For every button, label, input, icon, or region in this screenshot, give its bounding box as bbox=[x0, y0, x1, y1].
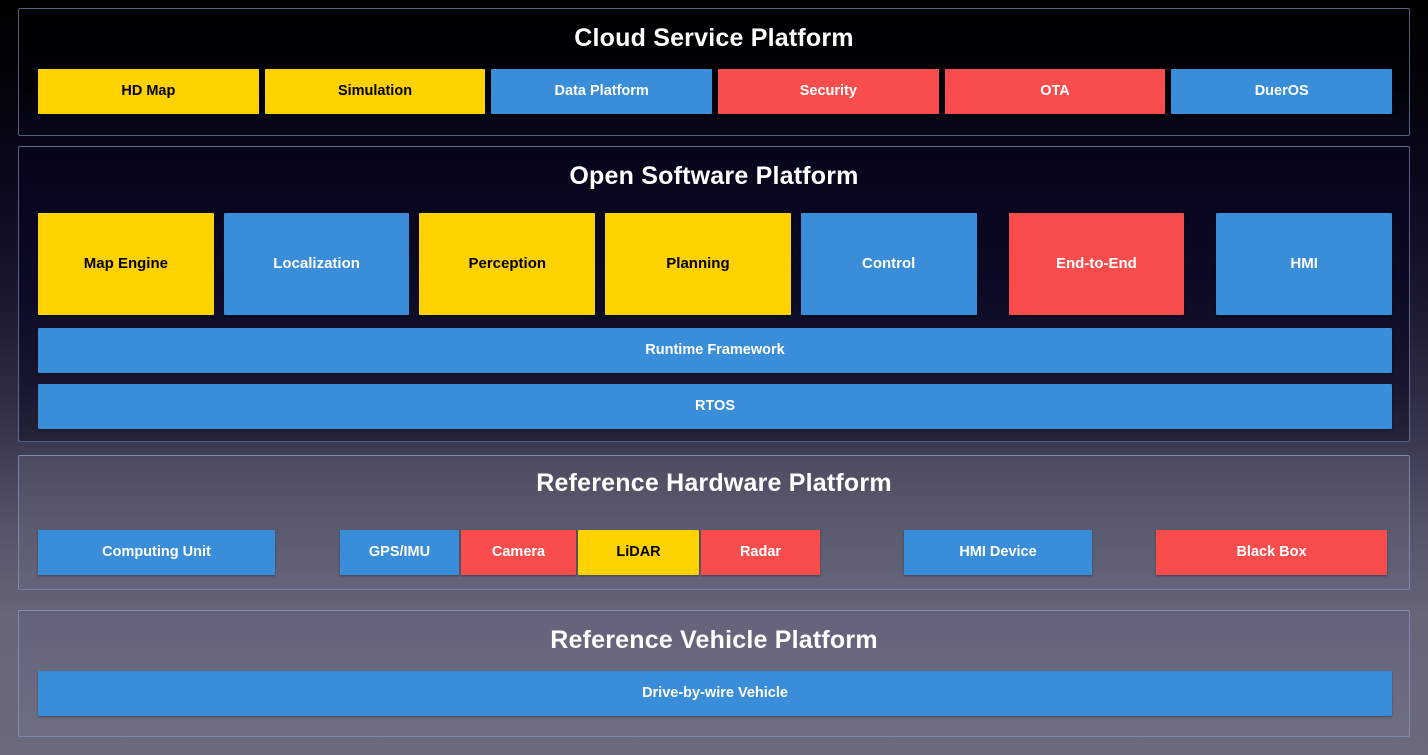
block-gps-imu[interactable]: GPS/IMU bbox=[340, 530, 459, 575]
block-camera[interactable]: Camera bbox=[461, 530, 576, 575]
section-reference-vehicle-platform: Reference Vehicle Platform Drive-by-wire… bbox=[18, 610, 1410, 737]
section-open-software-platform: Open Software Platform Map Engine Locali… bbox=[18, 146, 1410, 442]
section-title-software: Open Software Platform bbox=[569, 162, 859, 190]
block-security[interactable]: Security bbox=[718, 69, 939, 114]
block-hmi-device[interactable]: HMI Device bbox=[904, 530, 1092, 575]
block-end-to-end[interactable]: End-to-End bbox=[1008, 213, 1185, 315]
block-control[interactable]: Control bbox=[800, 213, 977, 315]
block-rtos[interactable]: RTOS bbox=[38, 384, 1392, 429]
block-simulation[interactable]: Simulation bbox=[264, 69, 486, 114]
block-perception[interactable]: Perception bbox=[419, 213, 596, 315]
block-radar[interactable]: Radar bbox=[701, 530, 820, 575]
block-drive-by-wire-vehicle[interactable]: Drive-by-wire Vehicle bbox=[38, 671, 1392, 716]
cloud-block-row: HD Map Simulation Data Platform Security… bbox=[38, 69, 1393, 114]
block-lidar[interactable]: LiDAR bbox=[578, 530, 699, 575]
block-runtime-framework[interactable]: Runtime Framework bbox=[38, 328, 1392, 373]
hardware-sensor-group: GPS/IMU Camera LiDAR Radar bbox=[340, 530, 820, 575]
block-black-box[interactable]: Black Box bbox=[1156, 530, 1387, 575]
section-title-cloud: Cloud Service Platform bbox=[574, 24, 854, 52]
block-localization[interactable]: Localization bbox=[223, 213, 410, 315]
block-dueros[interactable]: DuerOS bbox=[1171, 69, 1393, 114]
section-reference-hardware-platform: Reference Hardware Platform Computing Un… bbox=[18, 455, 1410, 590]
software-module-row: Map Engine Localization Perception Plann… bbox=[38, 213, 1393, 315]
block-data-platform[interactable]: Data Platform bbox=[491, 69, 713, 114]
block-planning[interactable]: Planning bbox=[605, 213, 791, 315]
block-hd-map[interactable]: HD Map bbox=[38, 69, 259, 114]
block-ota[interactable]: OTA bbox=[944, 69, 1166, 114]
section-title-vehicle: Reference Vehicle Platform bbox=[550, 626, 878, 654]
section-title-hardware: Reference Hardware Platform bbox=[536, 469, 892, 497]
block-map-engine[interactable]: Map Engine bbox=[38, 213, 214, 315]
block-hmi[interactable]: HMI bbox=[1216, 213, 1393, 315]
section-cloud-service-platform: Cloud Service Platform HD Map Simulation… bbox=[18, 8, 1410, 136]
block-computing-unit[interactable]: Computing Unit bbox=[38, 530, 275, 575]
